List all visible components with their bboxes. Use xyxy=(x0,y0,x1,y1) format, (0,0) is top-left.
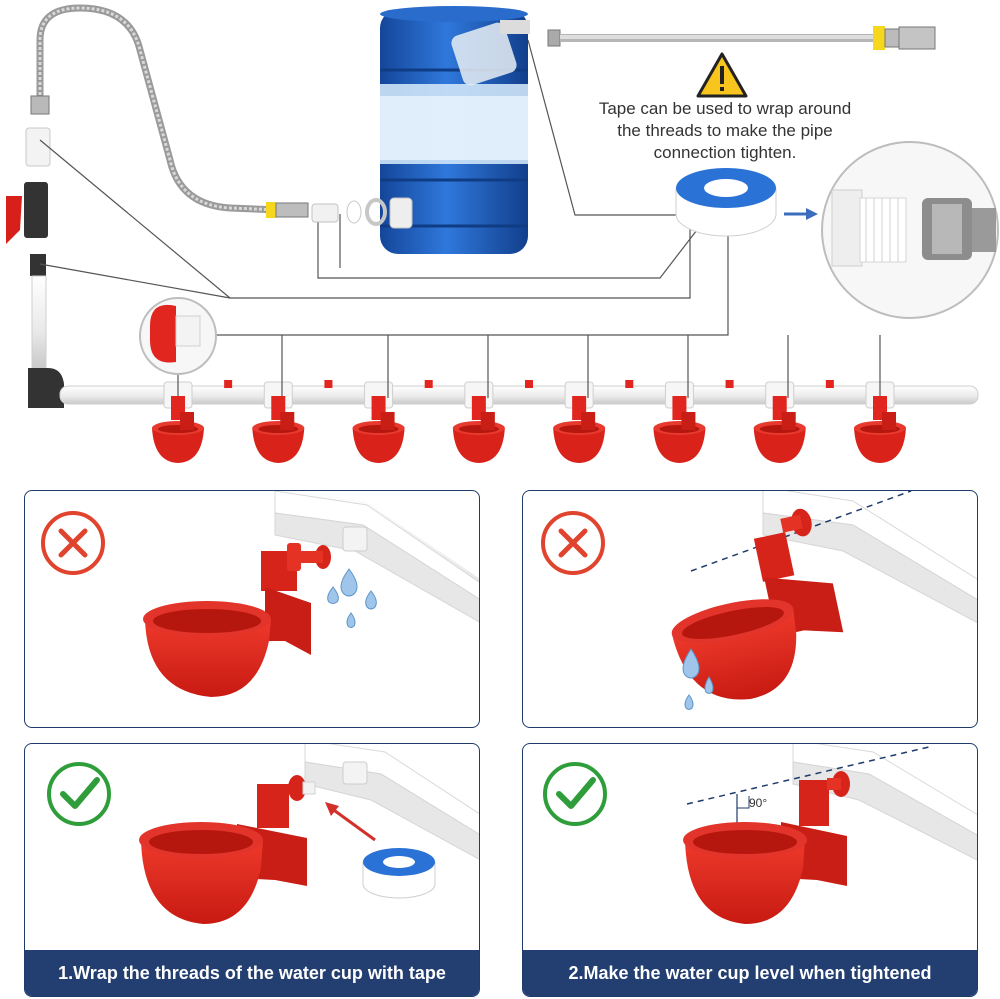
pipe-clip xyxy=(224,380,233,388)
pipe-clip xyxy=(625,380,634,388)
valve-assembly xyxy=(6,127,64,408)
drinker-pipe xyxy=(59,380,979,409)
panel-correct-tape: 1.Wrap the threads of the water cup with… xyxy=(24,743,480,997)
drinker-cups xyxy=(152,396,906,463)
drinker-cup xyxy=(753,396,806,463)
angle-label: 90° xyxy=(749,796,768,810)
drinker-cup xyxy=(252,396,305,463)
thread-zoom-circle xyxy=(821,141,999,319)
panel-correct-level-illustration xyxy=(543,744,977,924)
pipe-clip xyxy=(424,380,433,388)
assembly-diagram xyxy=(6,4,999,463)
caption-level-cup: 2.Make the water cup level when tightene… xyxy=(523,950,977,996)
water-drops-icon xyxy=(327,568,377,628)
panel-wrong-tilt-illustration xyxy=(541,491,977,710)
panel-correct-tape-illustration xyxy=(47,744,479,924)
pipe-clip xyxy=(725,380,734,388)
callout-lines xyxy=(39,39,881,398)
cross-circle-icon xyxy=(541,511,605,575)
check-circle-icon xyxy=(543,762,607,826)
arrow-icon xyxy=(325,802,376,842)
water-barrel xyxy=(380,6,530,254)
braided-hose-right xyxy=(547,26,936,50)
drinker-cup xyxy=(854,396,906,463)
drinker-cup xyxy=(352,396,405,463)
braided-hose-left xyxy=(30,4,309,218)
red-cup xyxy=(139,775,316,924)
panel-wrong-tilt xyxy=(522,490,978,728)
panel-correct-level: 90° 2.Make the water cup level when tigh… xyxy=(522,743,978,997)
drinker-cup xyxy=(152,396,204,463)
drinker-cup xyxy=(653,396,706,463)
pipe-clip xyxy=(825,380,834,388)
warning-line-1: Tape can be used to wrap around xyxy=(598,99,852,118)
drinker-cup xyxy=(452,396,505,463)
red-cup xyxy=(143,543,331,697)
red-cup-tilted xyxy=(671,508,844,700)
cross-circle-icon xyxy=(41,511,105,575)
cup-zoom-circle xyxy=(139,297,217,375)
caption-wrap-threads: 1.Wrap the threads of the water cup with… xyxy=(25,950,479,996)
tape-roll-icon xyxy=(362,848,436,899)
pipe-clip xyxy=(324,380,333,388)
pipe-clip xyxy=(525,380,533,388)
panel-wrong-leak-illustration xyxy=(41,491,479,697)
warning-triangle-icon xyxy=(696,52,748,98)
check-circle-icon xyxy=(47,762,111,826)
panel-wrong-leak xyxy=(24,490,480,728)
warning-note: Tape can be used to wrap around the thre… xyxy=(560,98,890,164)
barrel-fittings xyxy=(311,197,413,229)
red-cup xyxy=(683,771,850,924)
water-drops-icon xyxy=(682,648,714,710)
drinker-cup xyxy=(553,396,606,463)
warning-line-2: the threads to make the pipe xyxy=(617,121,833,140)
tape-roll-icon xyxy=(675,168,818,237)
warning-line-3: connection tighten. xyxy=(653,143,797,162)
